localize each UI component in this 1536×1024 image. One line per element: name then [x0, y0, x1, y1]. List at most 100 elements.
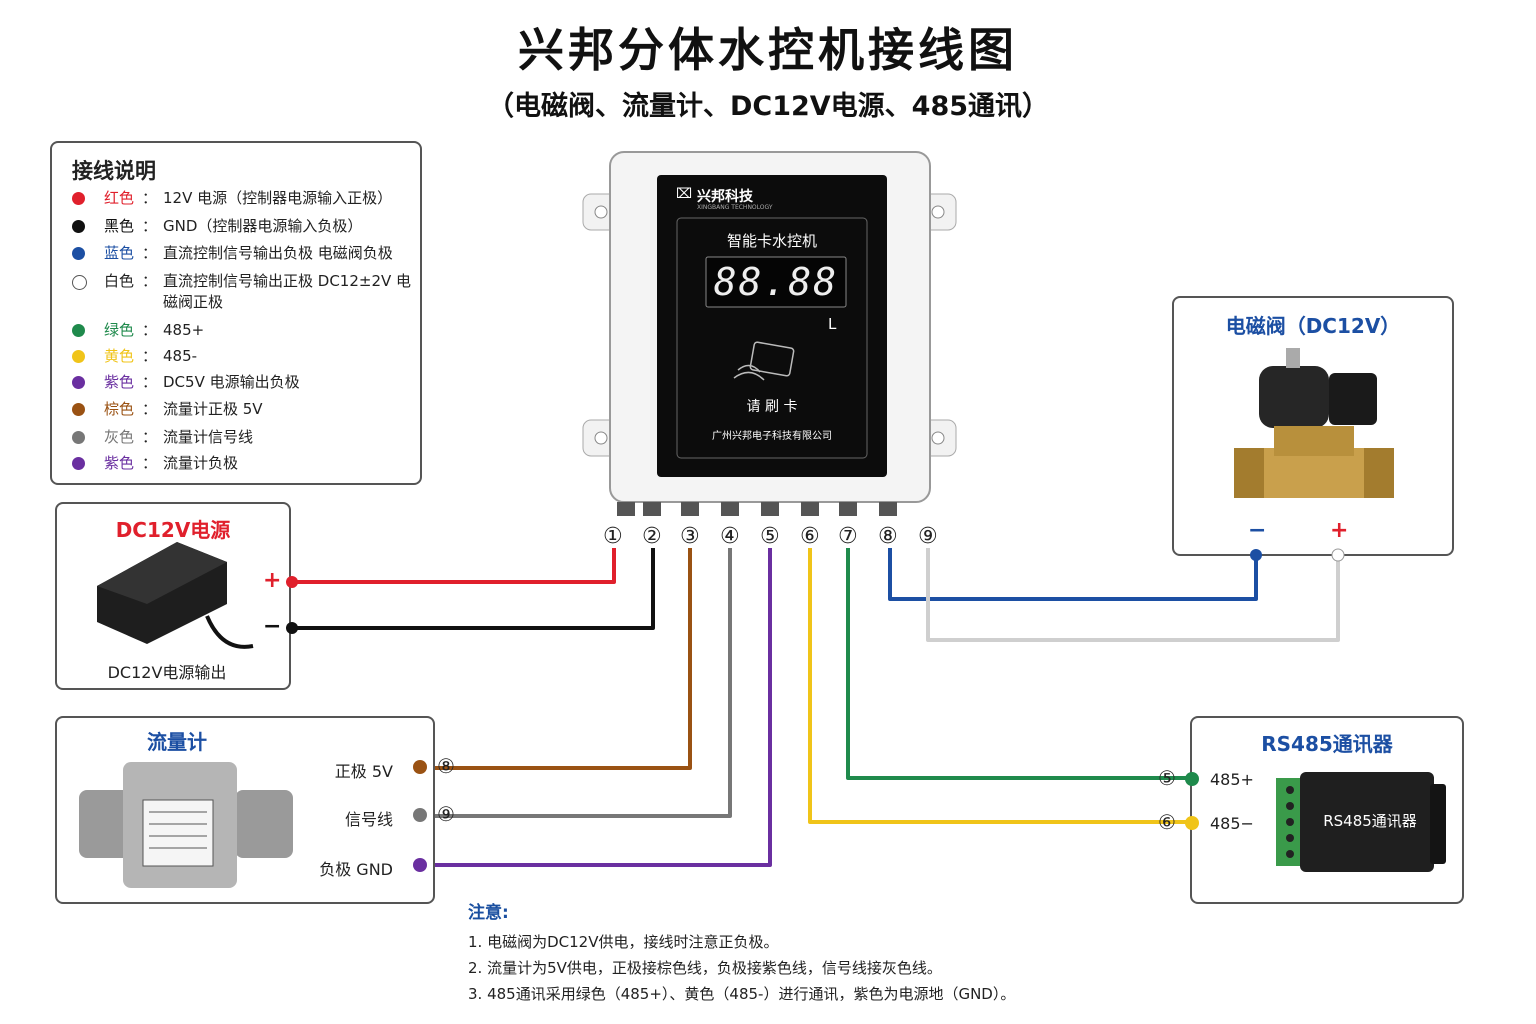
color-dot-icon: [72, 350, 85, 363]
flowmeter-pin-label: 负极 GND: [319, 860, 393, 879]
legend-desc: 12V 电源（控制器电源输入正极）: [163, 189, 393, 207]
legend-color-name: 紫色: [104, 373, 135, 391]
rs485-pin-label: 485−: [1210, 814, 1254, 833]
legend-colon: ：: [142, 454, 158, 472]
wire-yellow: [808, 548, 1188, 824]
controller-terminal: ⑦: [838, 524, 858, 549]
wire-gray: [420, 548, 732, 818]
legend-desc: 直流控制信号输出正极 DC12±2V 电磁阀正极: [163, 272, 412, 311]
digital-display: 88.88: [713, 260, 839, 304]
card-icon: [733, 341, 795, 381]
color-dot-icon: [72, 220, 85, 233]
legend-title: 接线说明: [72, 159, 156, 183]
rs485-box: RS485通讯器 RS485通讯器 ⑤ 485+ ⑥ 485−: [1158, 716, 1464, 904]
legend-colon: ：: [142, 400, 158, 418]
legend-color-name: 黑色: [104, 217, 135, 235]
power-plus: +: [263, 568, 282, 593]
legend-color-name: 红色: [104, 189, 135, 207]
flowmeter-pin-dot: [413, 808, 427, 822]
color-dot-icon: [72, 324, 85, 337]
rs485-terminal: ⑥: [1158, 810, 1176, 834]
flowmeter-terminal: ⑨: [437, 802, 455, 826]
flowmeter-title: 流量计: [147, 730, 207, 754]
legend-colon: ：: [142, 373, 158, 391]
rs485-title: RS485通讯器: [1261, 732, 1393, 756]
legend-color-name: 棕色: [104, 400, 135, 418]
wire-white: [926, 548, 1340, 642]
page-title: 兴邦分体水控机接线图: [518, 23, 1018, 77]
legend-colon: ：: [142, 217, 158, 235]
flowmeter-terminal: ⑧: [437, 754, 455, 778]
color-dot-icon: [72, 376, 85, 389]
legend-colon: ：: [142, 347, 158, 365]
legend-color-name: 绿色: [104, 321, 135, 339]
legend-colon: ：: [142, 428, 158, 446]
legend-desc: 直流控制信号输出负极 电磁阀负极: [163, 244, 393, 262]
notes-section: 注意: 1. 电磁阀为DC12V供电，接线时注意正负极。 2. 流量计为5V供电…: [468, 898, 1228, 1007]
wire-black: [292, 548, 655, 630]
wiring-legend: 接线说明 红色 ： 12V 电源（控制器电源输入正极） 黑色 ： GND（控制器电源输入负…: [50, 141, 422, 485]
power-title: DC12V电源: [115, 518, 231, 542]
note-line: 2. 流量计为5V供电，正极接棕色线，负极接紫色线，信号线接灰色线。: [468, 959, 942, 977]
controller-terminal: ③: [680, 524, 700, 549]
power-supply-box: DC12V电源 DC12V电源输出: [55, 502, 291, 690]
controller-brand: 兴邦科技: [697, 189, 753, 205]
legend-desc: DC5V 电源输出负极: [163, 373, 300, 391]
controller-terminal: ⑤: [760, 524, 780, 549]
wire-red: [292, 548, 616, 584]
power-adapter-icon: [97, 542, 254, 649]
legend-color-name: 紫色: [104, 454, 135, 472]
flowmeter-icon: [79, 762, 293, 888]
color-dot-icon: [72, 403, 85, 416]
wire-green: [846, 548, 1188, 780]
valve-plus: +: [1330, 518, 1349, 543]
controller-brand-en: XINGBANG TECHNOLOGY: [697, 204, 773, 211]
note-line: 1. 电磁阀为DC12V供电，接线时注意正负极。: [468, 933, 779, 951]
valve-title: 电磁阀（DC12V）: [1225, 314, 1401, 338]
legend-color-name: 灰色: [104, 428, 135, 446]
wire-brown: [420, 548, 692, 770]
display-unit: L: [828, 315, 837, 333]
solenoid-valve-icon: [1234, 348, 1394, 498]
legend-colon: ：: [142, 272, 158, 290]
rs485-device-icon: [1276, 772, 1446, 872]
controller-unit: [582, 151, 957, 516]
power-minus: −: [263, 614, 282, 639]
legend-desc: 流量计正极 5V: [163, 400, 263, 418]
rs485-pin-dot: [1185, 816, 1199, 830]
flowmeter-pin-label: 信号线: [344, 810, 393, 829]
rs485-pin-label: 485+: [1210, 770, 1254, 789]
wire-blue: [888, 548, 1258, 601]
flowmeter-pin-dot: [413, 760, 427, 774]
company-name: 广州兴邦电子科技有限公司: [712, 431, 832, 442]
rs485-terminal: ⑤: [1158, 766, 1176, 790]
legend-colon: ：: [142, 321, 158, 339]
legend-colon: ：: [142, 244, 158, 262]
color-dot-icon: [72, 192, 85, 205]
color-dot-icon: [72, 431, 85, 444]
controller-terminal: ④: [720, 524, 740, 549]
power-caption: DC12V电源输出: [107, 663, 227, 682]
color-dot-icon: [72, 275, 87, 290]
solenoid-valve-box: 电磁阀（DC12V） − +: [1172, 296, 1454, 556]
flowmeter-pin-dot: [413, 858, 427, 872]
legend-desc: 流量计信号线: [163, 428, 254, 446]
color-dot-icon: [72, 457, 85, 470]
color-dot-icon: [72, 247, 85, 260]
wire-purple: [420, 548, 772, 867]
legend-desc: GND（控制器电源输入负极）: [163, 217, 363, 235]
legend-color-name: 蓝色: [104, 244, 135, 262]
page-subtitle: （电磁阀、流量计、DC12V电源、485通讯）: [486, 91, 1050, 122]
controller-terminal: ②: [642, 524, 662, 549]
legend-desc: 流量计负极: [163, 454, 239, 472]
rs485-pin-dot: [1185, 772, 1199, 786]
valve-minus: −: [1248, 518, 1267, 543]
note-line: 3. 485通讯采用绿色（485+）、黄色（485-）进行通讯，紫色为电源地（G…: [468, 985, 1016, 1003]
brand-logo-icon: ⌧: [676, 186, 693, 202]
notes-title: 注意:: [468, 903, 509, 923]
controller-terminal: ⑥: [800, 524, 820, 549]
rs485-device-label: RS485通讯器: [1323, 812, 1417, 830]
legend-color-name: 黄色: [104, 347, 135, 365]
